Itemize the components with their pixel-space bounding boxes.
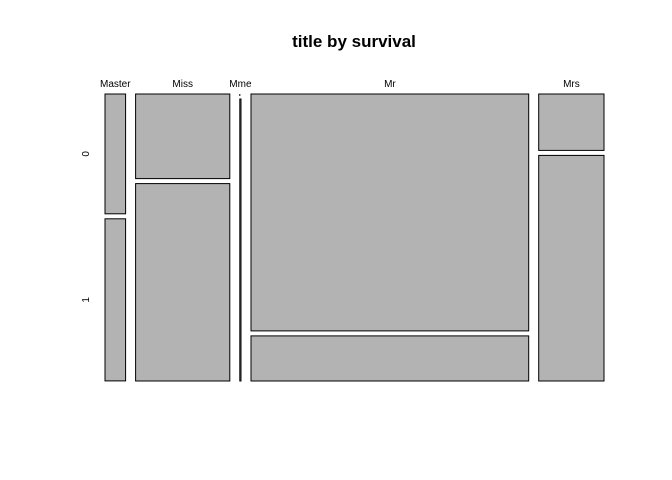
tile-mme-1 xyxy=(239,98,242,382)
tile-miss-0 xyxy=(135,93,231,180)
x-label-mrs: Mrs xyxy=(563,79,580,90)
y-category-labels: 01 xyxy=(81,151,92,303)
x-label-miss: Miss xyxy=(172,79,193,90)
x-label-mme: Mme xyxy=(229,79,252,90)
tile-mr-0 xyxy=(250,93,530,332)
y-label-0: 0 xyxy=(81,151,92,157)
chart-title: title by survival xyxy=(292,32,416,51)
tile-miss-1 xyxy=(135,183,231,382)
tile-mrs-1 xyxy=(538,154,605,382)
y-label-1: 1 xyxy=(81,297,92,303)
tile-master-1 xyxy=(104,218,127,382)
mosaic-tiles xyxy=(104,93,605,382)
x-label-master: Master xyxy=(100,79,131,90)
tile-mr-1 xyxy=(250,335,530,382)
x-category-labels: Master Miss Mme Mr Mrs xyxy=(100,79,580,90)
x-label-mr: Mr xyxy=(384,79,396,90)
tile-mrs-0 xyxy=(538,93,605,151)
tile-master-0 xyxy=(104,93,127,215)
